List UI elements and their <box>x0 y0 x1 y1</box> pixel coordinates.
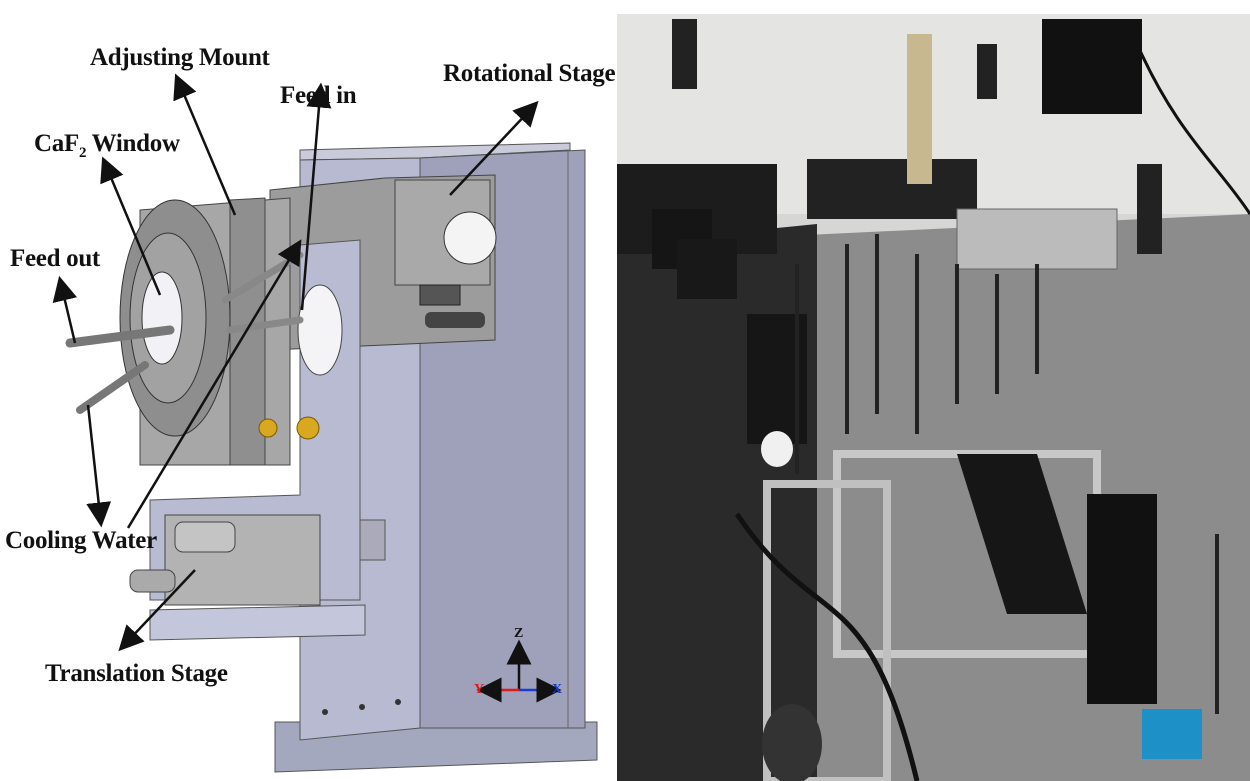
cooling-water-arrow <box>86 404 112 528</box>
black-box <box>1087 494 1157 704</box>
label-caf2-window: CaF2 Window <box>34 130 180 162</box>
gas-cylinder <box>762 704 822 781</box>
feed-in-arrow <box>300 82 332 311</box>
label-translation-stage: Translation Stage <box>45 660 228 687</box>
feed-out-pipe <box>65 325 175 348</box>
translation-stage-arrow <box>118 569 196 652</box>
label-feed-in: Feed in <box>280 82 357 109</box>
gold-knob <box>258 418 278 438</box>
caf2-window-arrow <box>100 156 162 296</box>
axis-label-y: Y <box>474 682 485 697</box>
feed-out-arrow <box>52 275 78 344</box>
feed-in-pipe <box>226 316 304 334</box>
lab-photo-illustration <box>617 14 1250 781</box>
laboratory-photo <box>617 14 1250 781</box>
vacuum-chamber <box>907 34 932 184</box>
axis-label-z: Z <box>514 626 524 641</box>
gold-knob <box>296 416 320 440</box>
label-rotational-stage: Rotational Stage <box>443 60 616 87</box>
rotational-stage-arrow <box>449 100 539 196</box>
caf2-prefix: CaF <box>34 130 79 157</box>
caf2-window <box>141 271 183 365</box>
label-adjusting-mount: Adjusting Mount <box>90 44 270 71</box>
label-cooling-water: Cooling Water <box>5 527 157 554</box>
monitor <box>672 19 697 89</box>
caf2-suffix: Window <box>86 130 180 157</box>
laser-enclosure <box>807 159 977 219</box>
rotational-stage-knob <box>443 211 497 265</box>
keyboard <box>957 454 1087 614</box>
cad-model <box>52 73 598 773</box>
label-feed-out: Feed out <box>10 245 100 272</box>
caf2-subscript: 2 <box>78 145 87 161</box>
pressure-gauge <box>761 431 793 467</box>
cooling-water-arrow <box>126 239 302 529</box>
adjusting-mount-arrow <box>173 73 237 216</box>
cooling-pipe <box>76 361 149 414</box>
monitor <box>1042 19 1142 114</box>
axis-label-x: X <box>552 682 563 697</box>
cad-drawing-panel: Adjusting Mount Feed in Rotational Stage… <box>0 0 616 781</box>
